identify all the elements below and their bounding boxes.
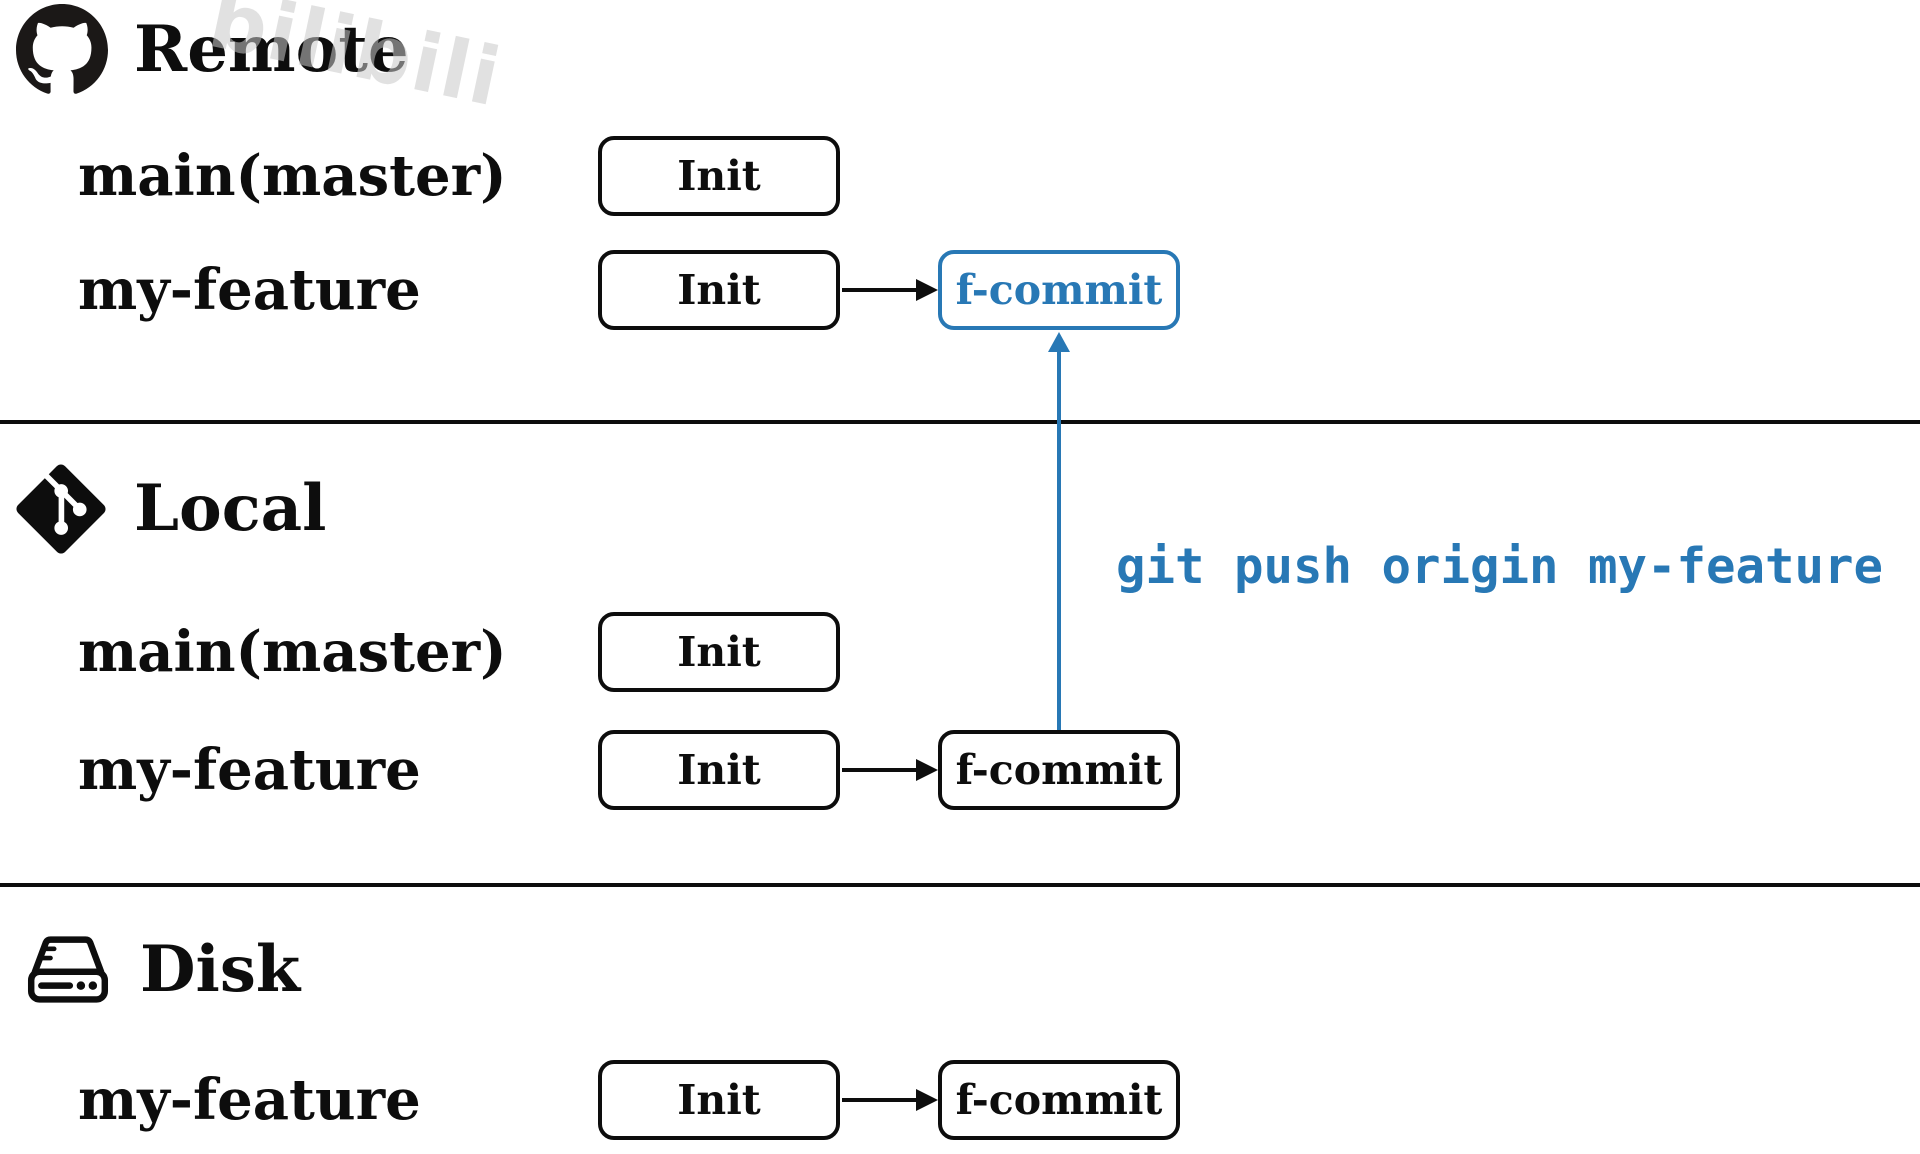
git-push-command-label: git push origin my-feature: [1116, 538, 1884, 595]
push-arrow-line: [1057, 350, 1061, 730]
local-main-init-node: Init: [598, 612, 840, 692]
local-disk-divider: [0, 883, 1920, 887]
remote-my-feature-fcommit-node: f-commit: [938, 250, 1180, 330]
disk-branch-my-feature-label: my-feature: [78, 1067, 421, 1133]
remote-section-header: Remote: [16, 4, 409, 96]
remote-init-to-fcommit-arrow-head: [916, 279, 938, 301]
hard-drive-icon: [22, 930, 114, 1010]
remote-section-title: Remote: [134, 12, 409, 87]
local-section-title: Local: [134, 471, 327, 546]
local-section-header: Local: [14, 462, 326, 556]
remote-my-feature-init-node: Init: [598, 250, 840, 330]
local-init-to-fcommit-arrow-line: [842, 768, 920, 772]
github-icon: [16, 4, 108, 96]
remote-branch-my-feature-label: my-feature: [78, 257, 421, 323]
remote-branch-main-label: main(master): [78, 143, 507, 209]
remote-main-init-node: Init: [598, 136, 840, 216]
disk-my-feature-init-node: Init: [598, 1060, 840, 1140]
local-my-feature-init-node: Init: [598, 730, 840, 810]
local-init-to-fcommit-arrow-head: [916, 759, 938, 781]
disk-section-header: Disk: [22, 930, 300, 1010]
disk-init-to-fcommit-arrow-line: [842, 1098, 920, 1102]
local-branch-my-feature-label: my-feature: [78, 737, 421, 803]
remote-init-to-fcommit-arrow-line: [842, 288, 920, 292]
disk-section-title: Disk: [140, 932, 301, 1007]
local-my-feature-fcommit-node: f-commit: [938, 730, 1180, 810]
remote-local-divider: [0, 420, 1920, 424]
disk-my-feature-fcommit-node: f-commit: [938, 1060, 1180, 1140]
push-arrow-head: [1048, 332, 1070, 352]
git-icon: [14, 462, 108, 556]
local-branch-main-label: main(master): [78, 619, 507, 685]
disk-init-to-fcommit-arrow-head: [916, 1089, 938, 1111]
